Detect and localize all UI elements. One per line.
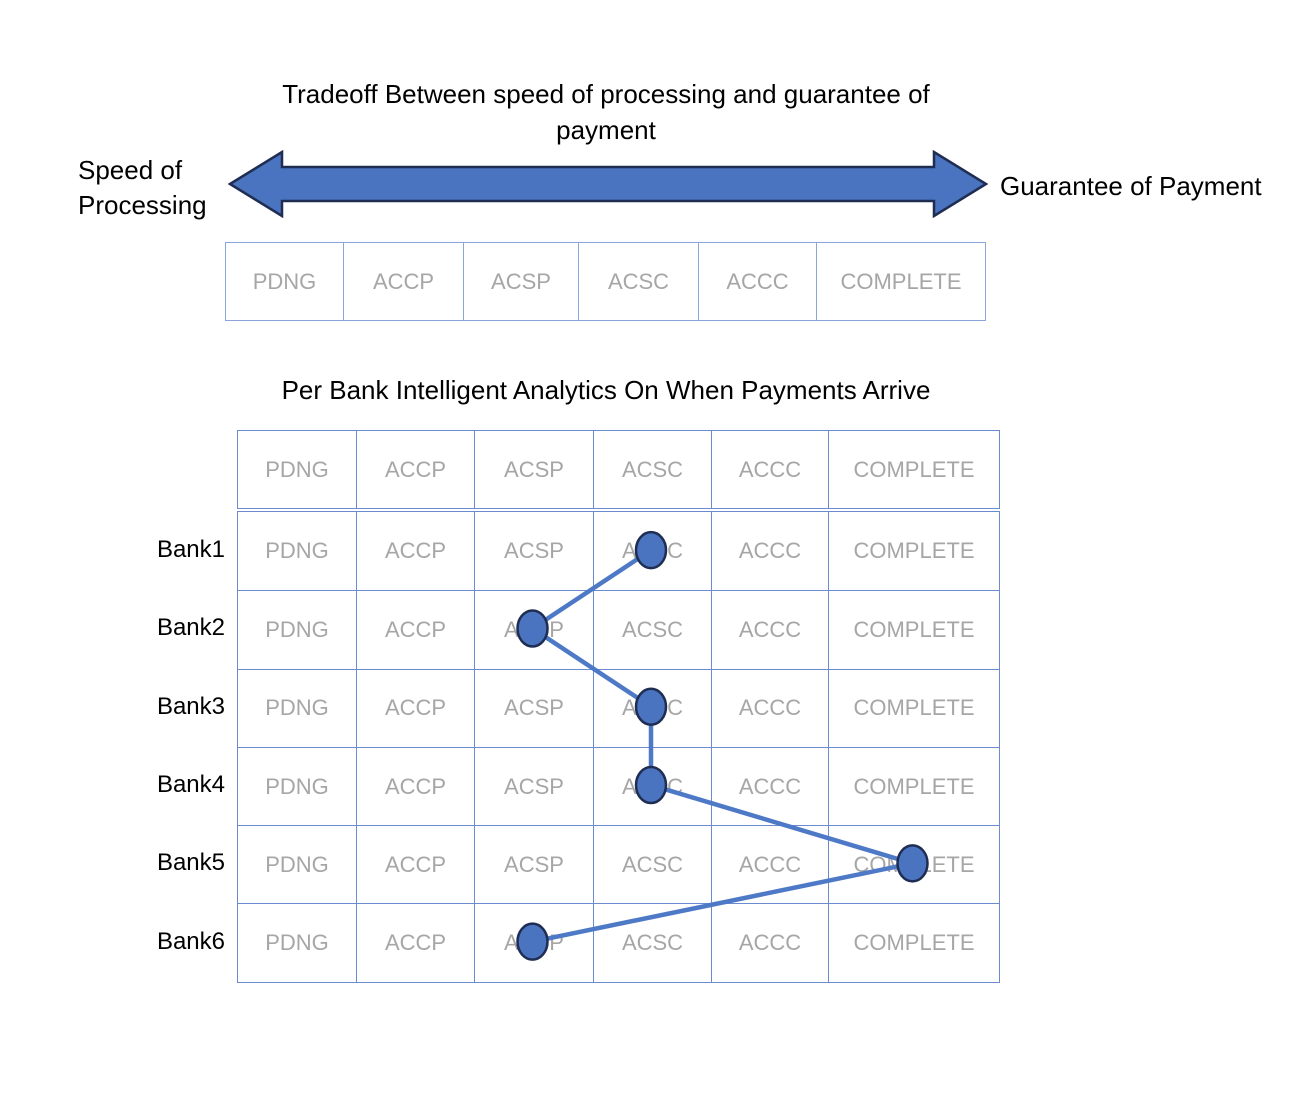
stage-cell: ACSC [593, 746, 711, 826]
tradeoff-title-line2: payment [556, 115, 656, 145]
stage-cell: ACSC [578, 243, 698, 320]
tradeoff-title-line1: Tradeoff Between speed of processing and… [282, 79, 930, 109]
stage-cell: ACCC [698, 243, 816, 320]
stage-cell: COMPLETE [828, 668, 999, 747]
analytics-header-row: PDNG ACCP ACSP ACSC ACCC COMPLETE [237, 430, 1000, 509]
stage-cell: ACSP [474, 668, 593, 747]
double-arrow-shape [228, 150, 988, 218]
stage-header-cell: PDNG [265, 456, 329, 482]
stage-cell: COMPLETE [828, 825, 999, 904]
stage-cell: ACSC [593, 825, 711, 904]
stage-cell: ACCC [711, 825, 828, 904]
bank-label: Bank3 [156, 692, 225, 720]
bank-label: Bank4 [156, 770, 225, 798]
stage-cell: COMPLETE [828, 746, 999, 826]
stage-cell: ACSP [474, 825, 593, 904]
stage-cell: ACSP [474, 903, 593, 982]
tradeoff-title: Tradeoff Between speed of processing and… [256, 76, 956, 148]
stage-cell: PDNG [238, 903, 356, 981]
stage-cell: ACSC [593, 590, 711, 669]
stage-header-cell: ACCP [356, 431, 474, 508]
stage-cell: PDNG [265, 538, 329, 564]
stage-cell: ACCC [711, 668, 828, 747]
stage-cell: ACCP [356, 903, 474, 982]
stage-cell: ACCP [356, 825, 474, 904]
bank-stage-grid: PDNG ACCP ACSP ACSC ACCC COMPLETE PDNG A… [237, 511, 1000, 983]
stage-cell: COMPLETE [816, 243, 985, 320]
stage-cell: ACSC [593, 668, 711, 747]
stage-cell: ACCP [356, 668, 474, 747]
stage-cell: ACCC [711, 590, 828, 669]
stage-cell: ACSP [474, 590, 593, 669]
analytics-title: Per Bank Intelligent Analytics On When P… [281, 375, 931, 405]
stage-cell: ACCP [356, 590, 474, 669]
stage-header-cell: ACSC [593, 431, 711, 508]
double-arrow-icon [228, 150, 988, 218]
stage-cell: ACCC [711, 512, 828, 591]
stage-header-cell: ACSP [474, 431, 593, 508]
bank-label: Bank1 [156, 536, 225, 563]
stage-cell: COMPLETE [828, 903, 999, 982]
stage-cell: ACSC [593, 903, 711, 982]
speed-of-processing-label: Speed of Processing [78, 153, 207, 223]
bank-label: Bank2 [156, 614, 225, 642]
speed-label-line2: Processing [78, 190, 207, 220]
stage-cell: ACCP [343, 243, 463, 320]
guarantee-of-payment-label: Guarantee of Payment [1000, 171, 1262, 201]
stage-cell: PDNG [252, 268, 317, 294]
stage-cell: ACCC [711, 903, 828, 982]
tradeoff-stage-row: PDNG ACCP ACSP ACSC ACCC COMPLETE [225, 242, 986, 321]
stage-cell: PDNG [238, 668, 356, 747]
stage-cell: ACSP [463, 243, 578, 320]
bank-label: Bank5 [156, 849, 225, 877]
stage-cell: PDNG [238, 746, 356, 825]
stage-cell: ACSP [474, 746, 593, 826]
stage-cell: COMPLETE [828, 512, 999, 591]
stage-cell: COMPLETE [828, 590, 999, 669]
stage-cell: PDNG [238, 825, 356, 903]
stage-cell: PDNG [238, 590, 356, 668]
stage-header-cell: ACCC [711, 431, 828, 508]
stage-cell: ACCP [356, 746, 474, 826]
stage-cell: ACSC [593, 512, 711, 591]
stage-cell: ACCC [711, 746, 828, 826]
stage-header-cell: COMPLETE [828, 431, 999, 508]
stage-cell: ACSP [474, 512, 593, 591]
stage-cell: ACCP [356, 512, 474, 591]
speed-label-line1: Speed of [78, 155, 183, 185]
bank-label: Bank6 [156, 927, 225, 955]
